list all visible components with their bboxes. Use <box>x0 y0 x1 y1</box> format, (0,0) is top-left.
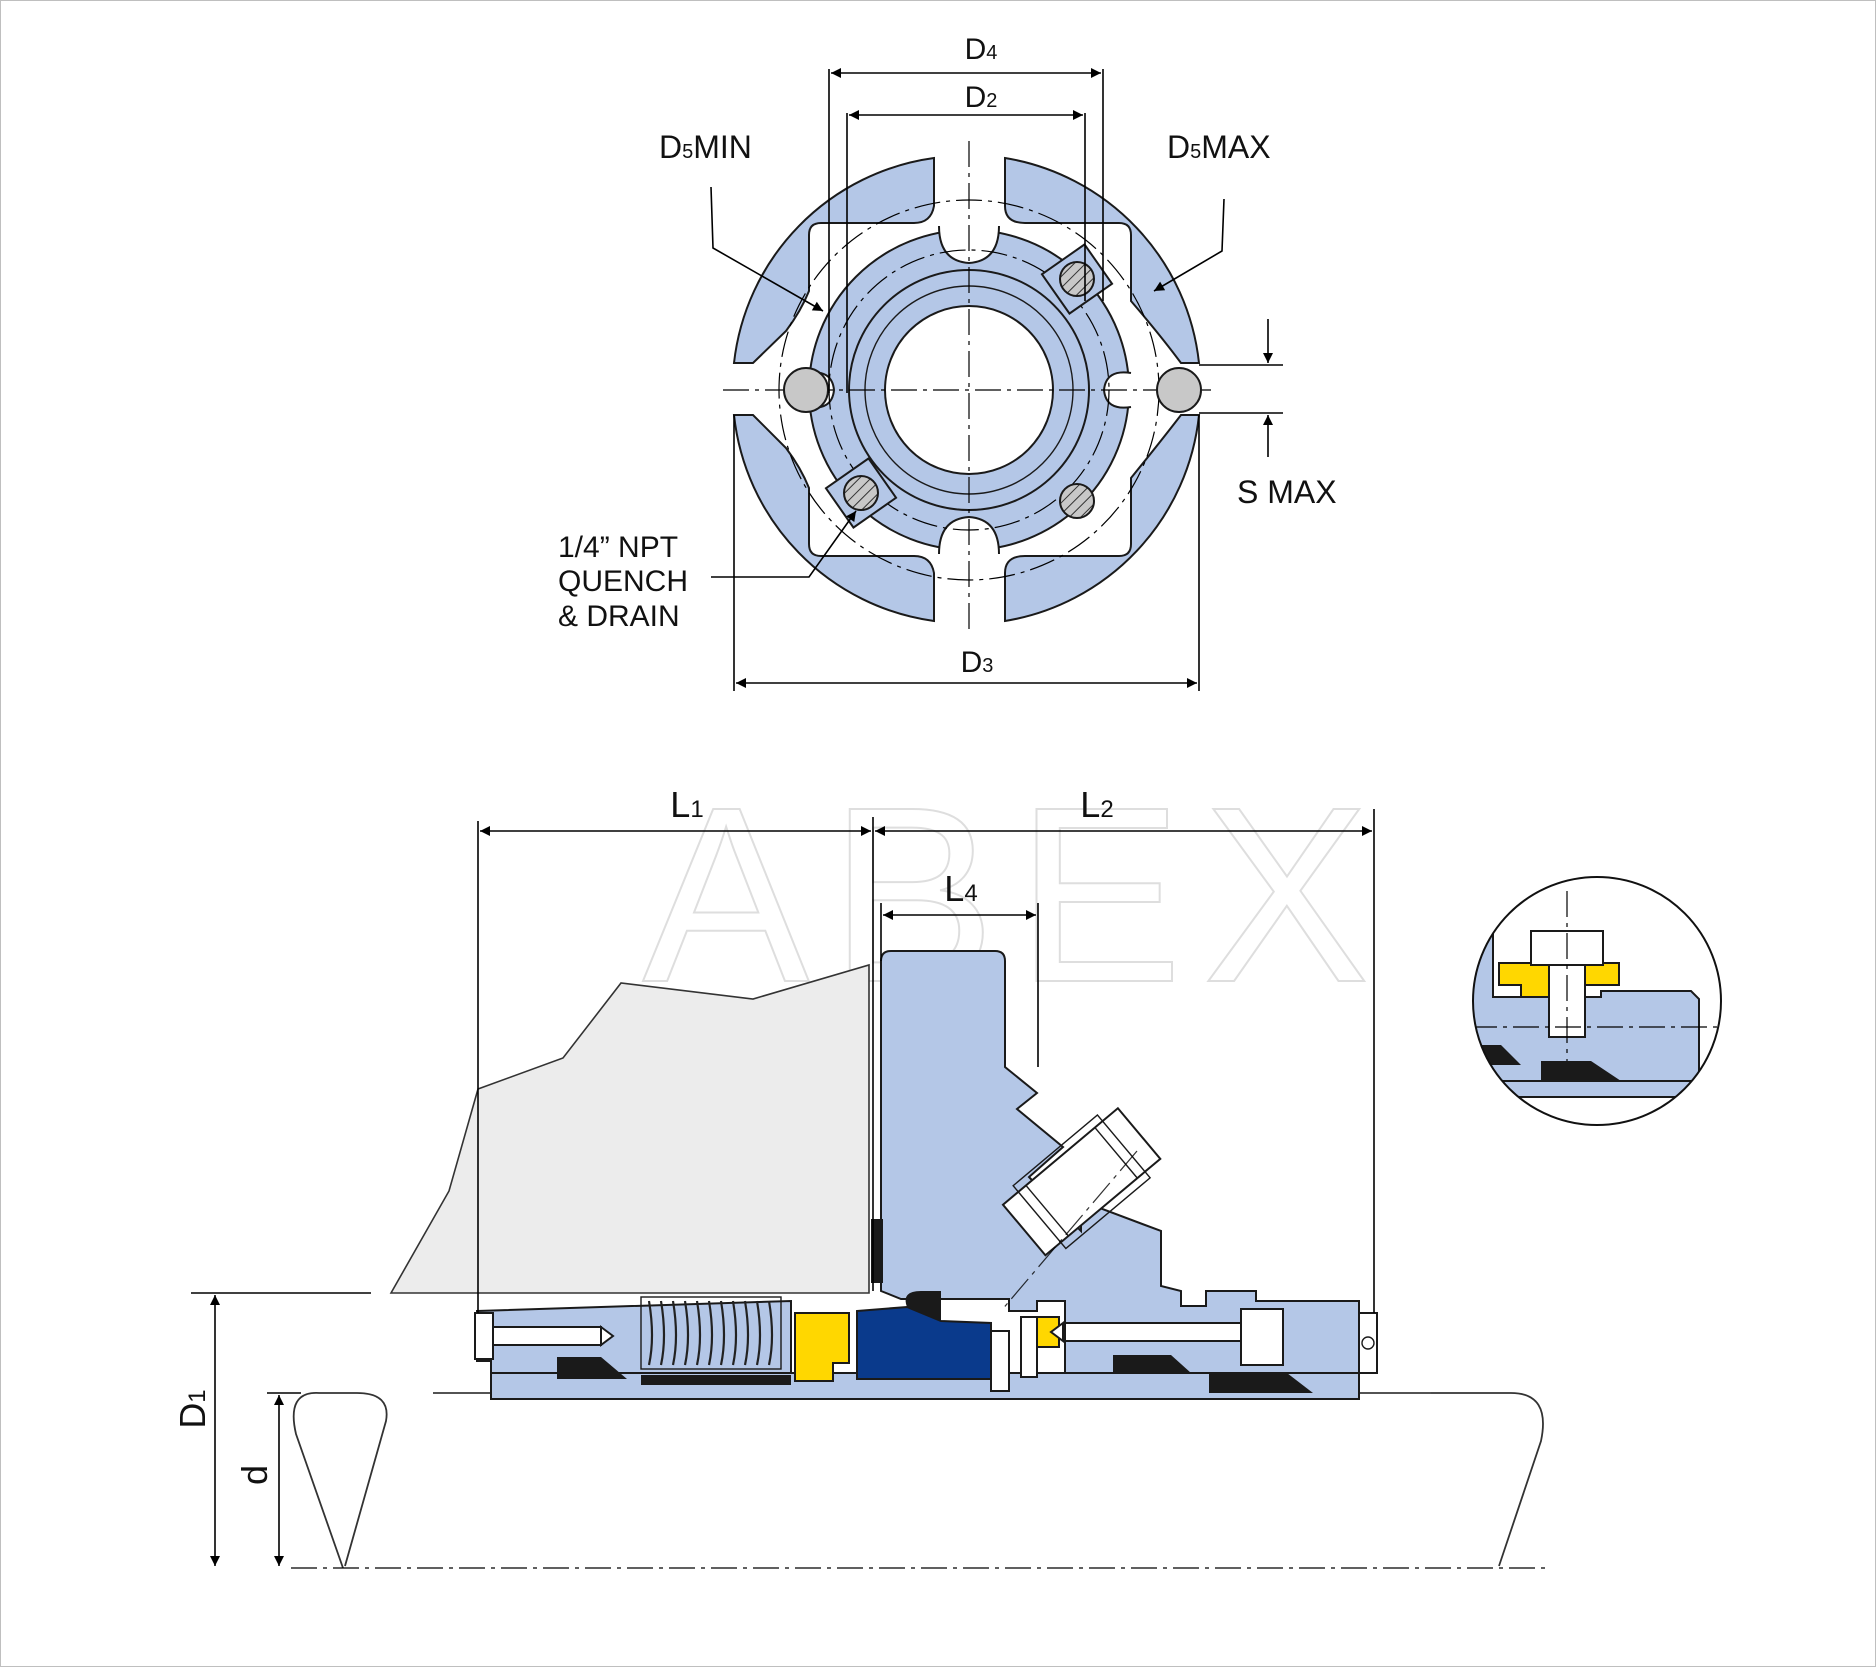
gland-quadrant-top-right <box>1004 156 1201 364</box>
label-d-shaft: d <box>234 1465 275 1485</box>
gland-quadrant-bottom-right <box>1004 414 1201 623</box>
pin-right <box>1156 367 1202 413</box>
label-d3: D3 <box>961 646 994 679</box>
label-l1: L1 <box>670 784 703 825</box>
gland-bolt <box>1064 1322 1242 1342</box>
rotary-face-yellow <box>794 1312 850 1382</box>
end-view <box>710 68 1283 691</box>
label-d1: D1 <box>172 1389 213 1428</box>
set-screw-left <box>474 1312 494 1360</box>
o-ring-gland <box>1113 1355 1191 1373</box>
detail-view <box>1472 876 1722 1126</box>
stationary-face-blue <box>856 1305 992 1380</box>
label-l4: L4 <box>944 868 977 909</box>
gland-nut <box>1358 1312 1378 1374</box>
gland-quadrant-bottom-left <box>732 414 935 623</box>
quench-fitting <box>1001 1106 1162 1257</box>
o-ring-left <box>557 1357 627 1379</box>
o-ring-right <box>1209 1373 1313 1393</box>
label-d2: D2 <box>965 81 998 114</box>
label-l2: L2 <box>1080 784 1113 825</box>
watermark-text: ABEX <box>643 755 1390 1034</box>
gasket-black <box>871 1219 883 1283</box>
shaft-right-end <box>1431 1392 1544 1567</box>
quench-port-bottom-right <box>1059 483 1095 519</box>
label-s-max: S MAX <box>1237 474 1337 510</box>
pin-left <box>783 367 829 413</box>
o-ring-mid <box>641 1375 791 1385</box>
quench-port-bottom-left <box>824 457 898 529</box>
label-quench: 1/4” NPT QUENCH & DRAIN <box>558 531 696 633</box>
label-d4: D4 <box>965 33 998 66</box>
stuffing-box <box>389 963 870 1294</box>
detail-o-ring-2 <box>1541 1061 1621 1081</box>
label-d5-min: D5MIN <box>659 129 752 165</box>
section-view <box>191 809 1551 1569</box>
label-d5-max: D5MAX <box>1167 129 1271 165</box>
shaft-left-end <box>292 1392 388 1569</box>
spring-bellows <box>647 1300 774 1366</box>
gland-quadrant-top-left <box>732 156 935 364</box>
